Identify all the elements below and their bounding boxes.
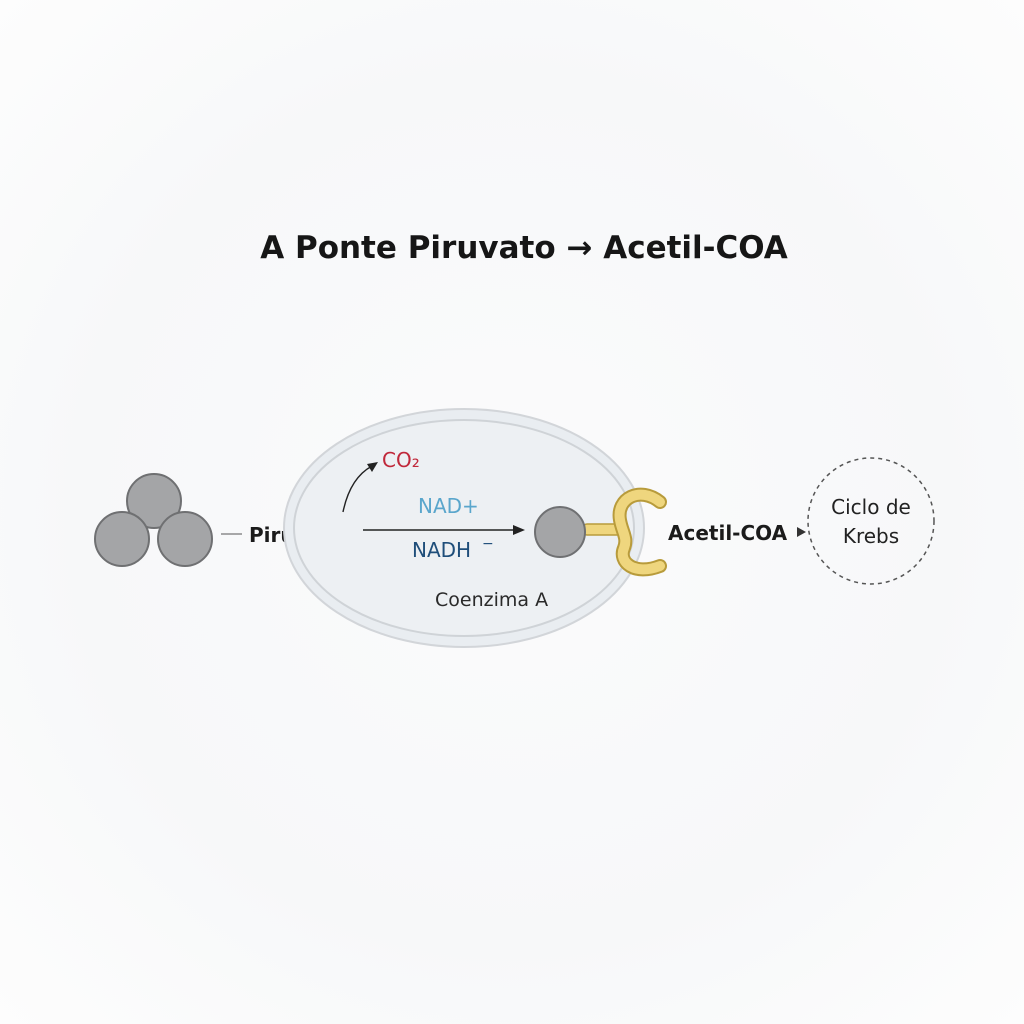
coenzyme-a-clamp bbox=[614, 489, 665, 575]
reaction-arrowhead bbox=[513, 525, 525, 535]
nadh-label: NADH bbox=[412, 538, 471, 562]
acetyl-group bbox=[534, 506, 586, 558]
page-title: A Ponte Piruvato → Acetil-COA bbox=[260, 230, 788, 266]
co2-label: CO₂ bbox=[382, 448, 420, 472]
krebs-cycle-label-line1: Ciclo de bbox=[831, 495, 911, 519]
complex-inner-membrane bbox=[293, 419, 635, 637]
pyruvate-carbon-right bbox=[157, 511, 213, 567]
nadh-mark: − bbox=[482, 536, 494, 552]
pyruvate-carbon-left bbox=[94, 511, 150, 567]
pyruvate-molecule-icon bbox=[94, 473, 213, 567]
krebs-cycle-circle bbox=[807, 457, 935, 585]
acetyl-coa-molecule-icon bbox=[534, 487, 667, 577]
coenzyme-a-label: Coenzima A bbox=[435, 589, 548, 611]
pyruvate-carbon-top bbox=[126, 473, 182, 529]
krebs-arrowhead bbox=[797, 527, 806, 537]
co2-arrowhead bbox=[367, 462, 378, 472]
enzyme-complex bbox=[283, 408, 645, 648]
co2-release-arrow bbox=[342, 465, 373, 513]
krebs-cycle-label-line2: Krebs bbox=[843, 524, 899, 548]
acetyl-coa-label: Acetil-COA bbox=[668, 521, 788, 545]
nad-plus-label: NAD+ bbox=[418, 494, 479, 518]
